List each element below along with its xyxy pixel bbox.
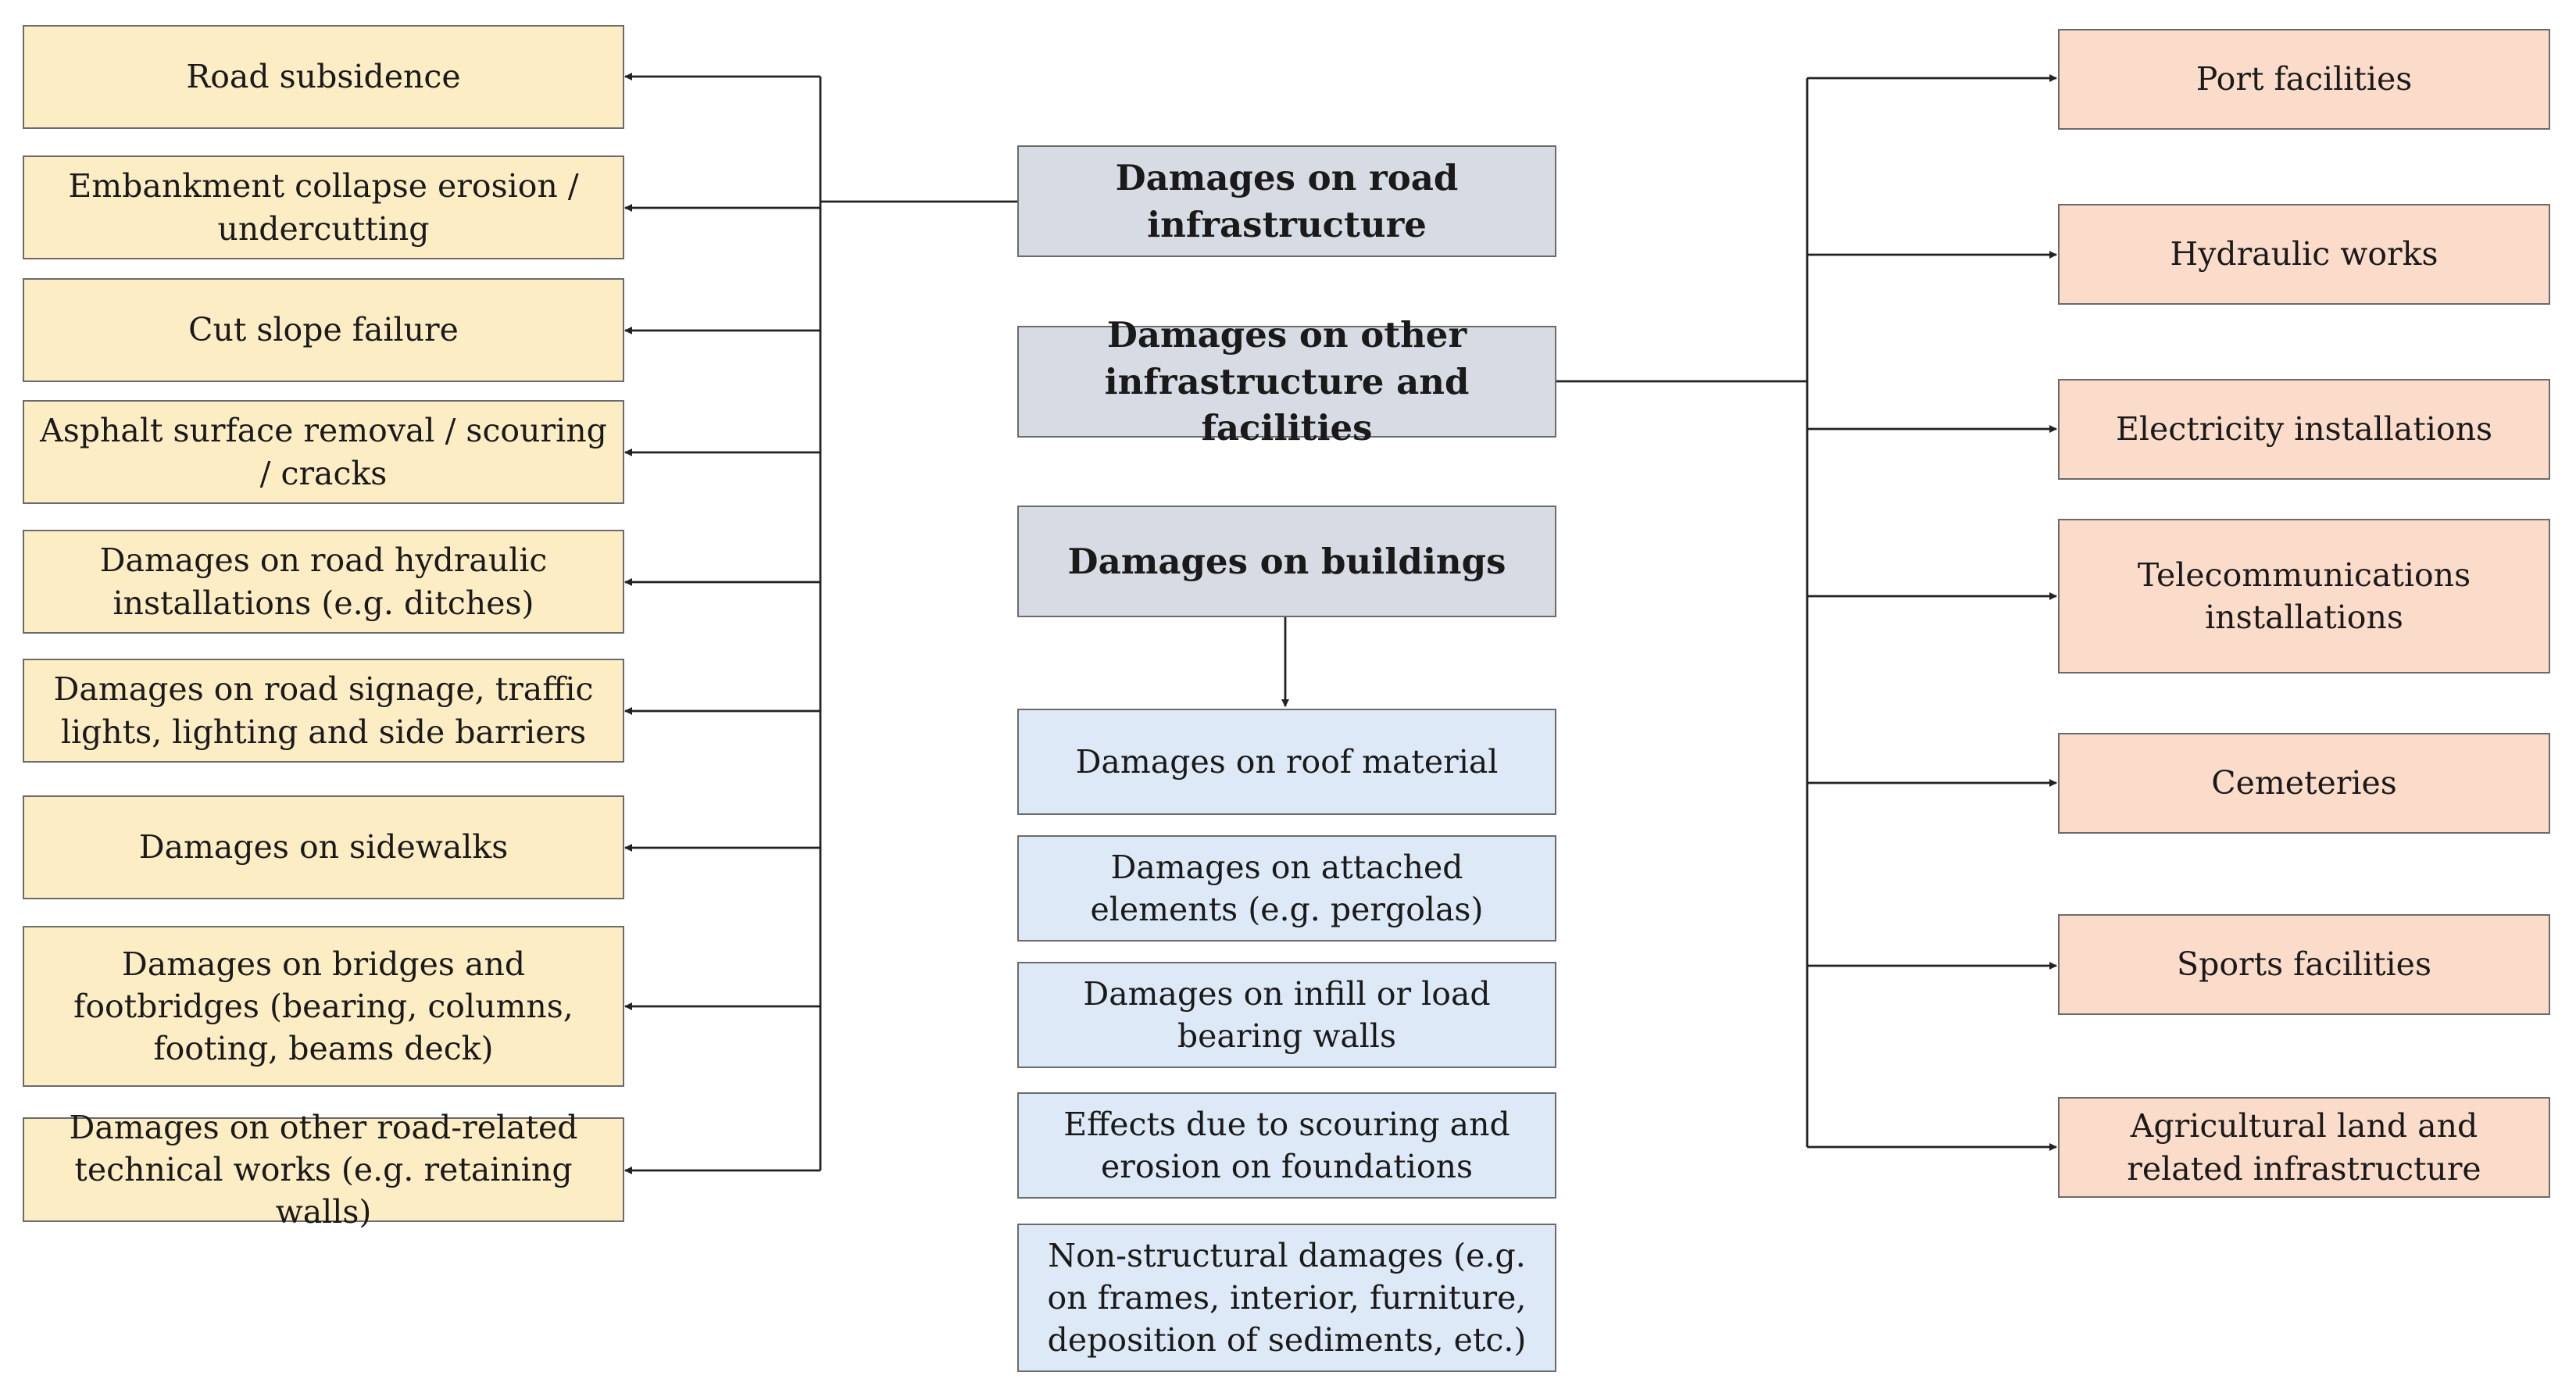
category-buildings: Damages on buildings <box>1017 506 1556 617</box>
facility-item-hydraulic-works: Hydraulic works <box>2058 204 2550 305</box>
facility-item-port: Port facilities <box>2058 29 2550 130</box>
facility-item-cemeteries: Cemeteries <box>2058 733 2550 834</box>
road-item-bridges: Damages on bridges and footbridges (bear… <box>23 926 624 1087</box>
category-other-infrastructure: Damages on other infrastructure and faci… <box>1017 314 1556 448</box>
building-item-walls: Damages on infill or load bearing walls <box>1017 962 1556 1068</box>
road-item-other-technical-works: Damages on other road-related technical … <box>23 1109 624 1231</box>
category-road-infrastructure: Damages on road infrastructure <box>1017 145 1556 257</box>
road-item-hydraulic-installations: Damages on road hydraulic installations … <box>23 530 624 634</box>
building-item-non-structural: Non-structural damages (e.g. on frames, … <box>1017 1224 1556 1372</box>
road-item-embankment-collapse: Embankment collapse erosion / undercutti… <box>23 155 624 259</box>
road-item-sidewalks: Damages on sidewalks <box>23 795 624 899</box>
facility-item-telecommunications: Telecommunications installations <box>2058 519 2550 674</box>
facility-item-agricultural: Agricultural land and related infrastruc… <box>2058 1097 2550 1198</box>
building-item-attached-elements: Damages on attached elements (e.g. pergo… <box>1017 835 1556 942</box>
facility-item-electricity: Electricity installations <box>2058 379 2550 480</box>
road-item-road-subsidence: Road subsidence <box>23 25 624 129</box>
facility-item-sports: Sports facilities <box>2058 914 2550 1015</box>
road-item-cut-slope-failure: Cut slope failure <box>23 278 624 382</box>
building-item-roof-material: Damages on roof material <box>1017 709 1556 815</box>
road-item-asphalt-surface: Asphalt surface removal / scouring / cra… <box>23 400 624 504</box>
building-item-foundations: Effects due to scouring and erosion on f… <box>1017 1092 1556 1199</box>
road-item-signage-lighting: Damages on road signage, traffic lights,… <box>23 659 624 763</box>
